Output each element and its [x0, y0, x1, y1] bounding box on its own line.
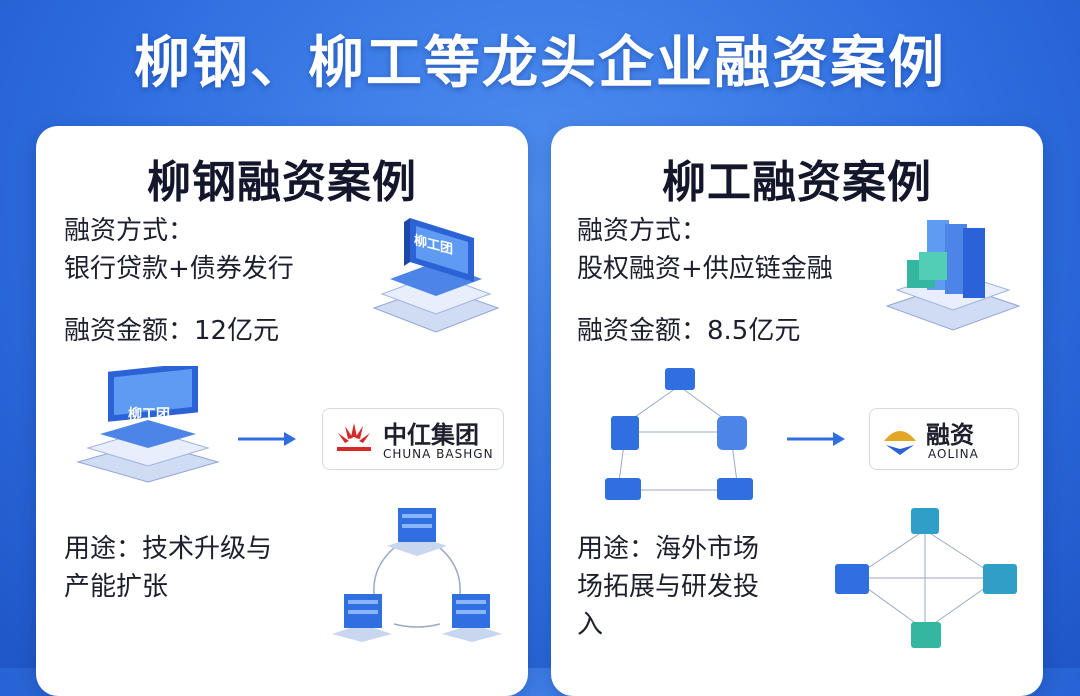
logo-subtitle: AOLINA	[928, 447, 979, 461]
usage-line-1: 用途：海外市场	[577, 534, 760, 564]
company-logo-icon	[884, 431, 916, 455]
arrow-right-icon	[787, 432, 845, 446]
logo-subtitle: CHUNA BASHGN	[383, 447, 494, 461]
computer-platform-icon	[372, 218, 500, 333]
company-logo: 融资 AOLINA	[869, 408, 1019, 470]
usage-line-2: 产能扩张	[64, 572, 169, 602]
card-title: 柳工融资案例	[662, 157, 932, 208]
computer-platform-icon	[76, 366, 220, 483]
document-stack-icon	[885, 220, 1021, 331]
logo-name: 融资	[926, 421, 974, 449]
card-title: 柳钢融资案例	[147, 157, 417, 208]
amount-text: 融资金额：8.5亿元	[577, 316, 801, 346]
liugang-case-card: 柳钢融资案例 融资方式： 银行贷款+债券发行 融资金额：12亿元 用途：技术升级…	[36, 126, 528, 696]
usage-line-2: 场拓展与研发投	[577, 572, 760, 602]
method-value: 股权融资+供应链金融	[577, 254, 833, 284]
logo-name: 中仜集团	[383, 421, 479, 449]
company-logo: 中仜集团 CHUNA BASHGN	[322, 408, 504, 470]
company-logo-icon	[337, 423, 371, 451]
amount-text: 融资金额：12亿元	[64, 316, 280, 346]
method-label: 融资方式：	[577, 216, 708, 246]
usage-line-1: 用途：技术升级与	[64, 534, 273, 564]
arrow-right-icon	[238, 432, 296, 446]
usage-line-3: 入	[577, 610, 604, 640]
method-label: 融资方式：	[64, 216, 195, 246]
server-network-icon	[605, 368, 753, 500]
liugong-case-card: 柳工融资案例 融资方式： 股权融资+供应链金融 融资金额：8.5亿元 用途：海外…	[551, 126, 1043, 696]
method-value: 银行贷款+债券发行	[64, 254, 294, 284]
cross-network-icon	[835, 508, 1017, 648]
server-network-icon	[332, 508, 502, 642]
monitor-label: 柳工团	[128, 407, 170, 423]
page-title: 柳钢、柳工等龙头企业融资案例	[134, 31, 946, 96]
